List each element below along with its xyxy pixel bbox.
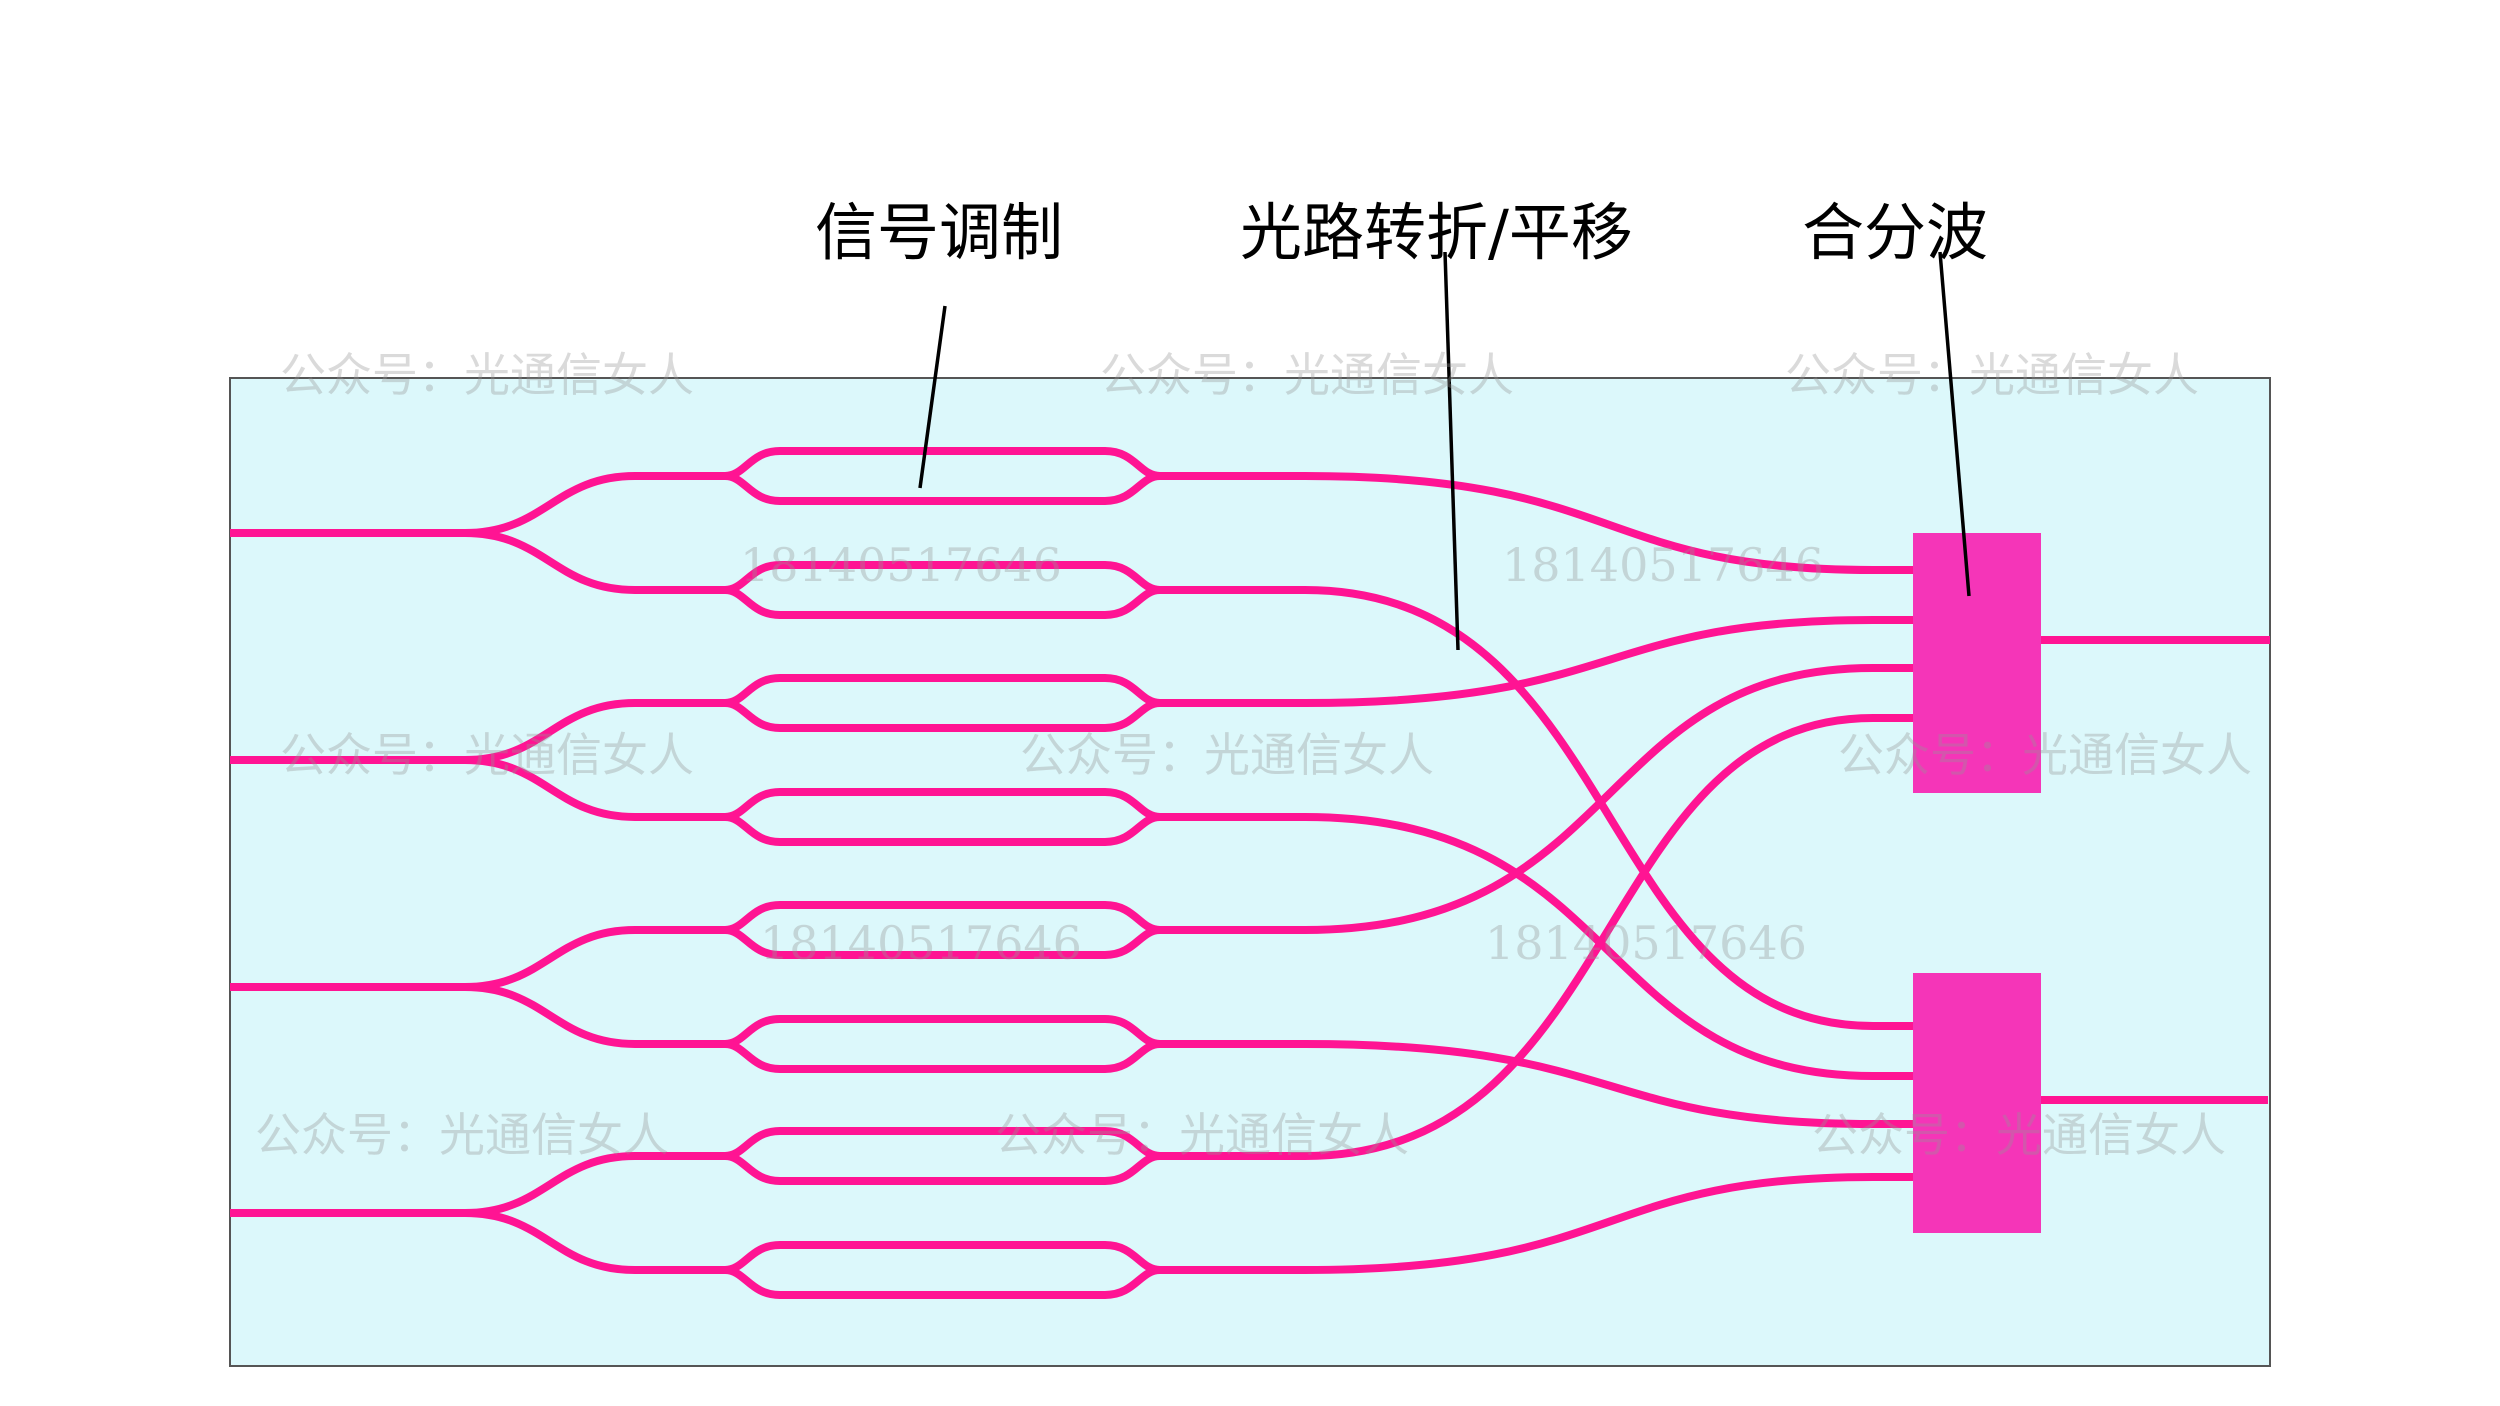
routing-waveguide	[1304, 616, 1913, 707]
modulator-arm-lower	[724, 1152, 1161, 1185]
label-routing: 光路转折/平移	[1240, 196, 1633, 269]
routing-waveguide	[1304, 714, 1913, 1160]
mux-block-top	[1913, 533, 2041, 793]
label-modulation: 信号调制	[815, 196, 1064, 269]
modulator-arm-lower	[724, 699, 1161, 732]
label-mux: 合分波	[1802, 196, 1989, 269]
routing-leader-line	[1443, 251, 1460, 651]
mux-leader-line	[1938, 251, 1971, 597]
modulator-arm-upper	[724, 1241, 1161, 1274]
modulator-arm-lower	[724, 1040, 1161, 1073]
routing-waveguide	[1304, 586, 1913, 1030]
modulator-arm-lower	[724, 926, 1161, 959]
splitter-arm-lower	[464, 529, 725, 594]
routing-waveguide	[1304, 472, 1913, 574]
modulator-arm-upper	[724, 674, 1161, 707]
splitter-arm-upper	[464, 926, 725, 991]
splitter-arm-lower	[464, 756, 725, 821]
splitter-arm-lower	[464, 983, 725, 1048]
routing-waveguide	[1304, 1173, 1913, 1274]
modulator-arm-upper	[724, 447, 1161, 480]
splitter-arm-upper	[464, 699, 725, 764]
splitter-arm-upper	[464, 472, 725, 537]
modulator-arm-upper	[724, 788, 1161, 821]
waveguide-group	[230, 447, 2270, 1299]
modulator-arm-upper	[724, 1015, 1161, 1048]
modulator-arm-upper	[724, 901, 1161, 934]
modulator-arm-lower	[724, 586, 1161, 619]
splitter-arm-lower	[464, 1209, 725, 1274]
splitter-arm-upper	[464, 1152, 725, 1217]
modulation-leader-line	[918, 305, 947, 489]
modulator-arm-lower	[724, 1266, 1161, 1299]
mux-block-bottom	[1913, 973, 2041, 1233]
modulator-arm-lower	[724, 813, 1161, 846]
modulator-arm-upper	[724, 1127, 1161, 1160]
modulator-arm-lower	[724, 472, 1161, 505]
routing-waveguide	[1304, 664, 1913, 934]
modulator-arm-upper	[724, 561, 1161, 594]
routing-waveguide	[1304, 813, 1913, 1080]
routing-waveguide	[1304, 1040, 1913, 1128]
